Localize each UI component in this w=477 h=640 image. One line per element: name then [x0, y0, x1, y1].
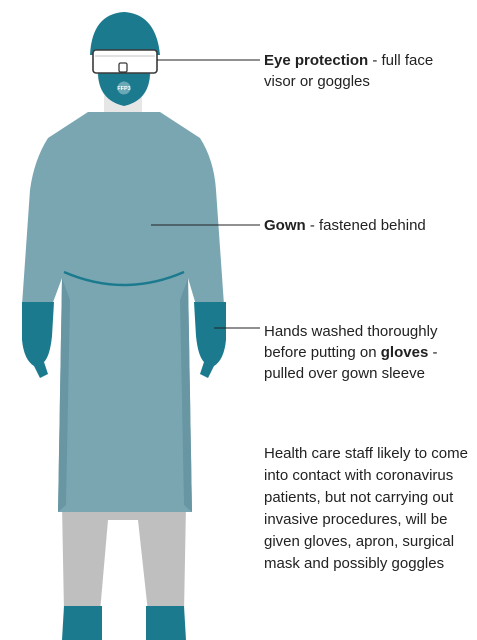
- health-care-staff-note: Health care staff likely to come into co…: [264, 443, 477, 575]
- trousers: [62, 505, 186, 612]
- note-line: patients, but not carrying out: [264, 487, 477, 509]
- eye-protection-label: Eye protection - full face visor or gogg…: [264, 50, 464, 92]
- eye-protection-term: Eye protection: [264, 52, 368, 69]
- right-glove: [194, 302, 226, 378]
- visor-nose-clip: [119, 63, 127, 72]
- note-line: given gloves, apron, surgical: [264, 531, 477, 553]
- note-line: mask and possibly goggles: [264, 553, 477, 575]
- gown-label: Gown - fastened behind: [264, 215, 474, 236]
- surgical-cap: [90, 12, 160, 55]
- left-shoe-cover: [62, 606, 102, 640]
- note-line: Health care staff likely to come: [264, 443, 477, 465]
- left-glove: [22, 302, 54, 378]
- right-shoe-cover: [146, 606, 186, 640]
- note-line: invasive procedures, will be: [264, 509, 477, 531]
- note-line: into contact with coronavirus: [264, 465, 477, 487]
- gloves-term: gloves: [381, 344, 429, 361]
- mask-logo: FFP3: [117, 86, 130, 92]
- gown-term: Gown: [264, 217, 306, 234]
- gown-desc: - fastened behind: [306, 217, 426, 234]
- gloves-label: Hands washed thoroughly before putting o…: [264, 321, 474, 384]
